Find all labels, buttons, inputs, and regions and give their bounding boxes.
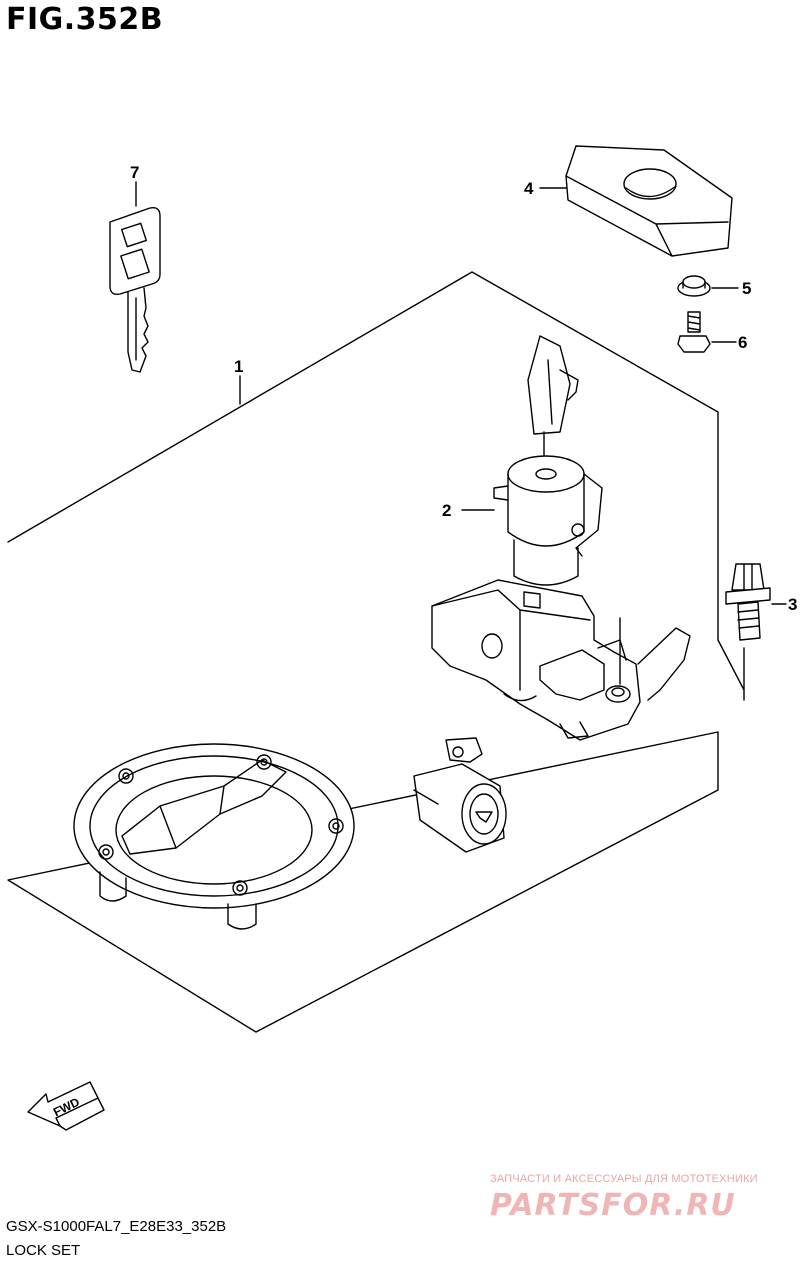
leader-3-bracket: [717, 639, 745, 691]
callout-7: 7: [130, 163, 139, 182]
figure-code: GSX-S1000FAL7_E28E33_352B: [6, 1218, 227, 1235]
callout-3: 3: [788, 595, 797, 614]
callout-5: 5: [742, 279, 751, 298]
figure-name: LOCK SET: [6, 1242, 81, 1259]
ignition-switch-part: [431, 335, 691, 741]
fwd-arrow: [27, 1081, 105, 1131]
callout-4: 4: [524, 179, 534, 198]
bolt-part: [725, 563, 771, 641]
callout-6: 6: [738, 333, 747, 352]
screw-part: [677, 311, 711, 353]
kit-outline: [7, 271, 745, 1033]
seat-lock-part: [413, 737, 507, 853]
cover-part: [565, 145, 733, 257]
key-part: [109, 206, 161, 373]
figure-title: FIG.352B: [6, 2, 164, 37]
washer-part: [677, 275, 711, 297]
callout-1: 1: [234, 357, 243, 376]
watermark-tagline: ЗАПЧАСТИ И АКСЕССУАРЫ ДЛЯ МОТОТЕХНИКИ: [490, 1173, 758, 1185]
callout-2: 2: [442, 501, 451, 520]
watermark-logo: PARTSFOR.RU: [490, 1188, 736, 1223]
fuel-cap-part: [73, 743, 355, 930]
